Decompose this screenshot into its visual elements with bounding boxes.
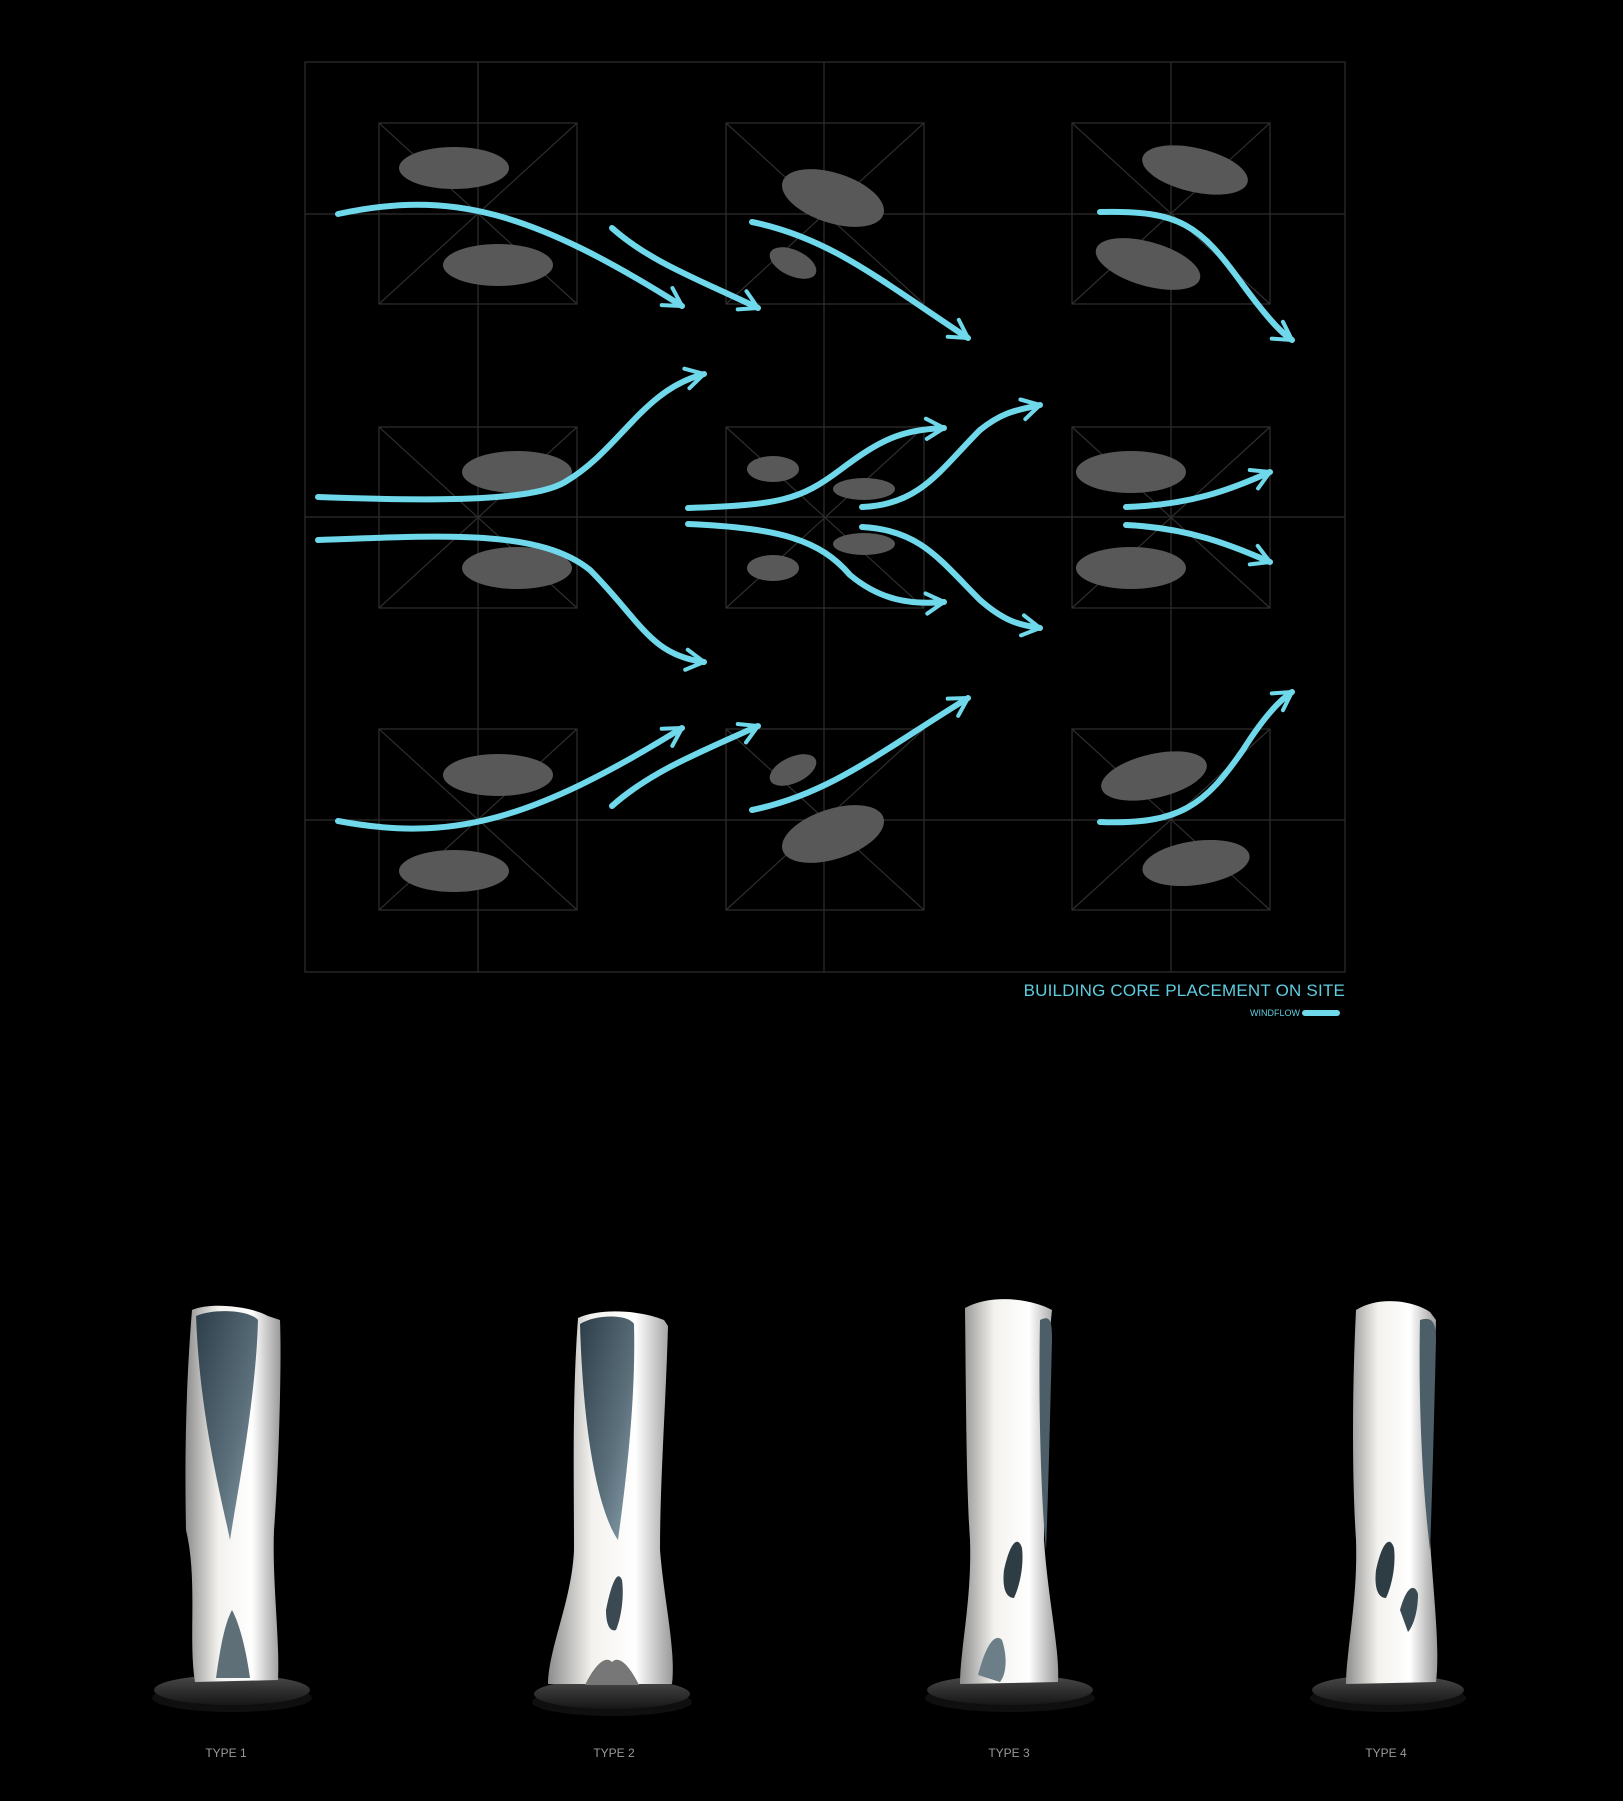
windflow-arrow: [749, 695, 971, 813]
core-ellipse: [769, 754, 817, 786]
tower-type-2: [532, 1311, 692, 1716]
windflow-arrow: [1097, 689, 1295, 826]
windflow-arrow: [749, 219, 971, 341]
windflow-arrow: [335, 201, 685, 309]
core-ellipse: [782, 169, 884, 227]
windflow-arrow: [1123, 468, 1273, 510]
windflow-arrow: [609, 722, 761, 809]
core-ellipse: [1142, 145, 1248, 195]
diagram-title: BUILDING CORE PLACEMENT ON SITE: [1023, 981, 1345, 1000]
core-ellipse: [462, 547, 572, 589]
core-ellipse: [399, 147, 509, 189]
windflow-arrow: [1097, 208, 1295, 343]
tower-type-3: [925, 1299, 1095, 1712]
windflow-arrow: [685, 521, 947, 616]
tower-type-4: [1310, 1301, 1466, 1712]
core-ellipse: [833, 533, 895, 555]
windflow-arrow: [335, 725, 685, 832]
tower-label-type-3: TYPE 3: [988, 1746, 1030, 1760]
windflow-arrow: [609, 225, 761, 312]
core-ellipse: [1076, 451, 1186, 493]
core-ellipse: [769, 247, 817, 279]
windflow-arrow: [685, 416, 947, 511]
tower-label-type-1: TYPE 1: [205, 1746, 247, 1760]
core-ellipse: [443, 244, 553, 286]
tower-types: [152, 1299, 1466, 1716]
core-ellipse: [1101, 751, 1207, 801]
site-plan-diagram: [304, 61, 1346, 973]
core-ellipse: [1142, 839, 1250, 887]
core-ellipse: [833, 478, 895, 500]
core-ellipse: [1095, 238, 1201, 290]
core-ellipse: [462, 451, 572, 493]
core-ellipse: [399, 850, 509, 892]
windflow-arrow: [859, 524, 1043, 638]
core-ellipse: [782, 805, 884, 863]
tower-label-type-2: TYPE 2: [593, 1746, 635, 1760]
tower-type-1: [152, 1305, 312, 1712]
windflow-arrow: [315, 533, 707, 672]
windflow-legend-swatch: [1302, 1010, 1340, 1016]
tower-label-type-4: TYPE 4: [1365, 1746, 1407, 1760]
windflow-arrow: [315, 366, 707, 503]
building-cores: [399, 145, 1250, 892]
windflow-arrow: [859, 397, 1043, 510]
core-ellipse: [1076, 547, 1186, 589]
core-ellipse: [443, 754, 553, 796]
core-ellipse: [747, 555, 799, 581]
legend-label: WINDFLOW: [1250, 1008, 1300, 1018]
windflow-arrow: [1123, 522, 1273, 567]
core-ellipse: [747, 456, 799, 482]
windflow-arrows: [315, 201, 1295, 832]
